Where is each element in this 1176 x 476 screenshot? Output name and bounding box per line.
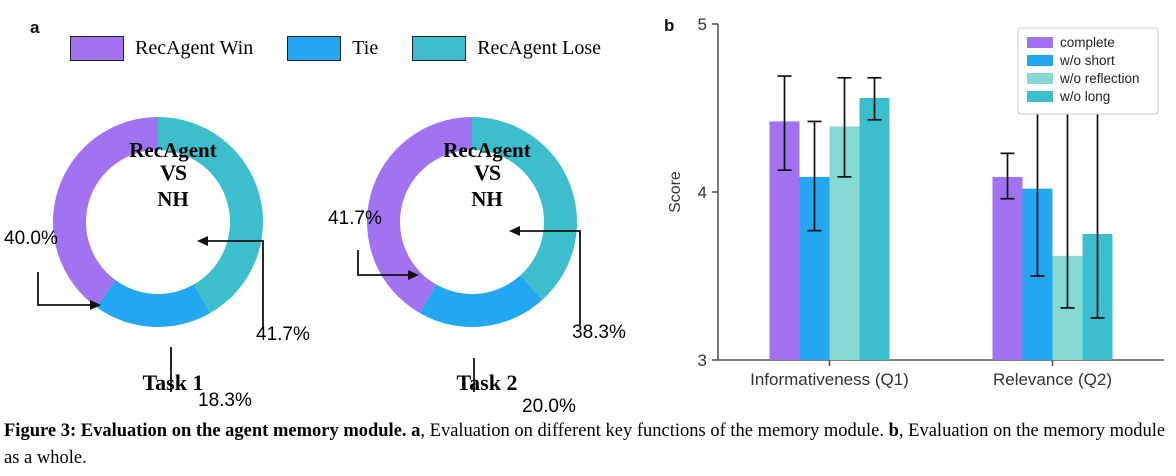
x-tick-label-1: Relevance (Q2) xyxy=(993,370,1112,389)
caption-title: Figure 3: Evaluation on the agent memory… xyxy=(4,421,407,441)
donut-slice-recagent-lose xyxy=(158,117,263,314)
donut-svg-1 xyxy=(357,117,581,392)
caption-marker-b: b xyxy=(888,421,899,441)
leader-line-tie xyxy=(473,358,475,392)
donut-value-label-lose: 41.7% xyxy=(256,324,310,345)
bar-legend-swatch-0 xyxy=(1027,37,1053,48)
bar-w-o-long-g0 xyxy=(859,97,890,361)
y-tick-label-0: 3 xyxy=(698,351,707,370)
donut-slice-tie xyxy=(96,280,211,327)
leader-line-lose xyxy=(518,230,581,325)
bar-legend-swatch-2 xyxy=(1027,73,1053,84)
donut-value-label-win: 41.7% xyxy=(328,208,382,229)
donut-slice-tie xyxy=(419,275,543,327)
donut-slice-recagent-win xyxy=(53,117,159,307)
error-bar-w-o-reflection-g0 xyxy=(837,76,852,178)
leader-line-win xyxy=(357,250,410,276)
donut-legend-item-2: RecAgent Lose xyxy=(412,36,601,61)
bar-legend-swatch-3 xyxy=(1027,91,1053,102)
bar-legend-label-0: complete xyxy=(1060,35,1115,50)
donut-value-label-tie: 20.0% xyxy=(522,396,576,417)
legend-swatch-2 xyxy=(412,36,467,61)
leader-arrow-win xyxy=(90,300,101,310)
donut-slice-recagent-lose xyxy=(472,117,577,300)
donut-title-1: Task 2 xyxy=(456,370,518,395)
leader-line-tie xyxy=(170,347,172,392)
leader-arrow-win xyxy=(408,270,419,280)
error-bar-w-o-short-g0 xyxy=(807,120,822,232)
donut-legend-item-0: RecAgent Win xyxy=(70,36,253,61)
donut-title-0: Task 1 xyxy=(142,370,204,395)
donut-value-label-tie: 18.3% xyxy=(198,390,252,411)
panel-b-label: b xyxy=(664,16,675,35)
legend-label-0: RecAgent Win xyxy=(135,37,254,59)
y-tick-label-2: 5 xyxy=(698,15,707,34)
y-axis-label: Score xyxy=(667,171,684,213)
bar-complete-g1 xyxy=(992,176,1023,360)
donut-legend-item-1: Tie xyxy=(287,36,378,61)
leader-line-lose xyxy=(206,240,264,327)
leader-arrow-lose xyxy=(509,226,520,236)
bar-legend-label-2: w/o reflection xyxy=(1059,71,1140,86)
donut-svg-0 xyxy=(37,117,264,392)
y-tick-label-1: 4 xyxy=(698,183,707,202)
figure-caption: Figure 3: Evaluation on the agent memory… xyxy=(4,418,1172,472)
error-bar-w-o-long-g0 xyxy=(867,76,882,121)
donut-value-label-lose: 38.3% xyxy=(572,322,626,343)
x-tick-label-0: Informativeness (Q1) xyxy=(750,370,909,389)
caption-marker-a: a xyxy=(411,421,421,441)
panel-a-label: a xyxy=(30,18,40,37)
bar-legend-swatch-1 xyxy=(1027,55,1053,66)
legend-label-2: RecAgent Lose xyxy=(477,37,602,59)
caption-text-a: , Evaluation on different key functions … xyxy=(420,421,889,441)
error-bar-complete-g0 xyxy=(777,75,792,172)
leader-line-win xyxy=(37,272,92,306)
error-bar-complete-g1 xyxy=(1000,152,1015,200)
caption-text-b: , Evaluation on the memory module as a w… xyxy=(4,421,1166,468)
legend-swatch-1 xyxy=(287,36,342,61)
donut-legend: RecAgent Win Tie RecAgent Lose xyxy=(70,36,601,61)
donut-value-label-win: 40.0% xyxy=(4,228,58,249)
donut-slice-recagent-win xyxy=(367,117,472,314)
leader-arrow-lose xyxy=(197,236,208,246)
bar-legend-label-3: w/o long xyxy=(1059,89,1110,104)
bar-legend-label-1: w/o short xyxy=(1059,53,1115,68)
legend-label-1: Tie xyxy=(352,37,379,59)
legend-swatch-0 xyxy=(70,36,124,61)
